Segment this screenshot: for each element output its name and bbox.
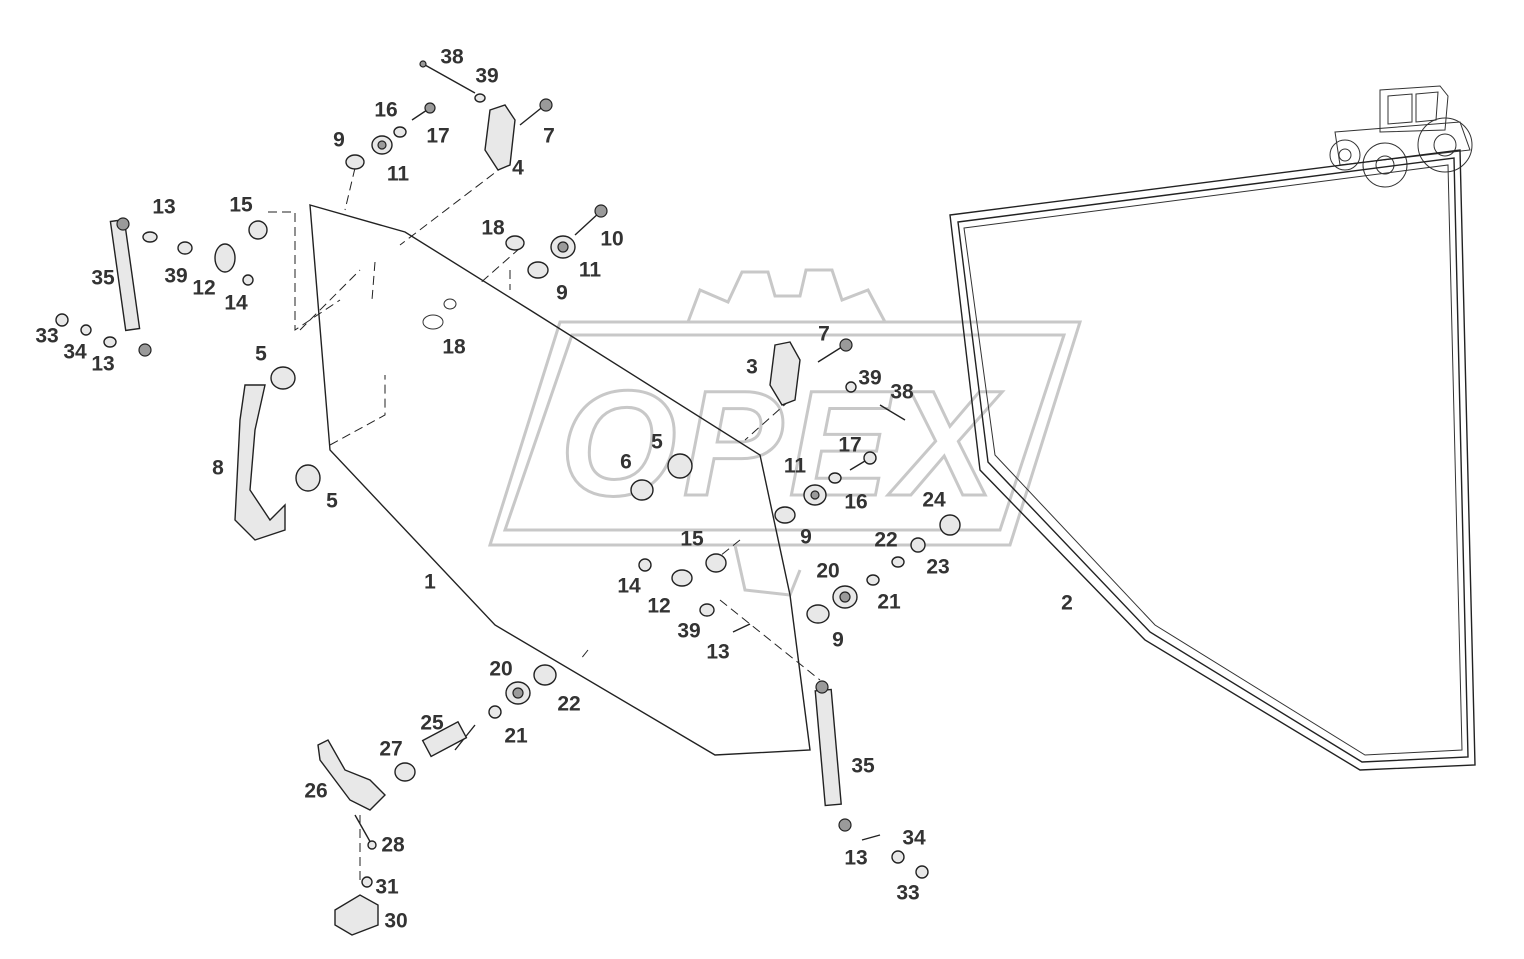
part-label-3[interactable]: 3	[746, 356, 758, 379]
part-label-13[interactable]: 13	[706, 641, 729, 664]
part-label-5[interactable]: 5	[255, 343, 267, 366]
part-label-10[interactable]: 10	[600, 228, 623, 251]
part-label-9[interactable]: 9	[832, 629, 844, 652]
part-label-21[interactable]: 21	[504, 725, 528, 748]
part-label-15[interactable]: 15	[680, 528, 704, 551]
part-label-5[interactable]: 5	[651, 431, 663, 454]
part-label-23[interactable]: 23	[926, 556, 949, 579]
bolts	[354, 60, 906, 846]
part-labels: 38 39 16 17 7 9 11 4 13 15 35 39 12 14 3…	[35, 46, 1073, 933]
part-label-20[interactable]: 20	[489, 658, 512, 681]
part-label-6[interactable]: 6	[620, 451, 632, 474]
part-label-26[interactable]: 26	[304, 780, 327, 803]
hinge-upper	[484, 104, 516, 171]
part-label-14[interactable]: 14	[224, 292, 248, 315]
part-label-13[interactable]: 13	[844, 847, 867, 870]
part-label-31[interactable]: 31	[375, 876, 399, 899]
part-label-33[interactable]: 33	[35, 325, 58, 348]
part-label-35[interactable]: 35	[91, 267, 115, 290]
tractor-icon	[1329, 85, 1473, 188]
part-label-8[interactable]: 8	[212, 457, 224, 480]
part-label-15[interactable]: 15	[229, 194, 253, 217]
gas-strut-right	[814, 680, 852, 832]
part-label-5[interactable]: 5	[326, 490, 338, 513]
part-label-16[interactable]: 16	[844, 491, 867, 514]
part-label-27[interactable]: 27	[379, 738, 402, 761]
part-label-18[interactable]: 18	[442, 336, 466, 359]
part-label-39[interactable]: 39	[858, 367, 881, 390]
part-label-9[interactable]: 9	[556, 282, 568, 305]
latch-handle	[317, 739, 386, 811]
part-label-22[interactable]: 22	[557, 693, 580, 716]
hinge-lower	[769, 341, 801, 406]
part-label-13[interactable]: 13	[91, 353, 114, 376]
part-label-33[interactable]: 33	[896, 882, 919, 905]
part-label-2[interactable]: 2	[1061, 592, 1073, 615]
part-label-30[interactable]: 30	[384, 910, 407, 933]
part-label-11[interactable]: 11	[784, 455, 807, 478]
base-plate	[334, 894, 379, 936]
part-label-1[interactable]: 1	[424, 571, 436, 594]
part-label-24[interactable]: 24	[922, 489, 946, 512]
part-label-7[interactable]: 7	[543, 125, 555, 148]
gas-strut-left	[109, 217, 152, 357]
part-label-21[interactable]: 21	[877, 591, 901, 614]
part-label-17[interactable]: 17	[426, 125, 449, 148]
part-label-12[interactable]: 12	[192, 277, 215, 300]
part-label-38[interactable]: 38	[440, 46, 464, 69]
part-label-34[interactable]: 34	[902, 827, 926, 850]
part-label-39[interactable]: 39	[677, 620, 700, 643]
leader-lines	[268, 164, 821, 880]
part-label-35[interactable]: 35	[851, 755, 875, 778]
part-label-34[interactable]: 34	[63, 341, 87, 364]
part-label-11[interactable]: 11	[387, 163, 410, 186]
part-label-39[interactable]: 39	[475, 65, 498, 88]
part-label-12[interactable]: 12	[647, 595, 670, 618]
part-label-11[interactable]: 11	[579, 259, 602, 282]
part-label-17[interactable]: 17	[838, 434, 861, 457]
part-label-18[interactable]: 18	[481, 217, 505, 240]
part-label-9[interactable]: 9	[800, 526, 812, 549]
part-label-39[interactable]: 39	[164, 265, 187, 288]
part-label-9[interactable]: 9	[333, 129, 345, 152]
part-label-4[interactable]: 4	[512, 157, 524, 180]
grab-handle	[234, 384, 286, 541]
part-label-25[interactable]: 25	[420, 712, 444, 735]
part-label-14[interactable]: 14	[617, 575, 641, 598]
part-label-13[interactable]: 13	[152, 196, 175, 219]
glass-door-panel	[309, 204, 811, 756]
part-label-16[interactable]: 16	[374, 99, 397, 122]
part-label-22[interactable]: 22	[874, 529, 897, 552]
washers	[55, 93, 961, 888]
part-label-28[interactable]: 28	[381, 834, 405, 857]
door-seal-frame	[949, 149, 1476, 771]
part-label-20[interactable]: 20	[816, 560, 839, 583]
part-label-38[interactable]: 38	[890, 381, 914, 404]
part-label-7[interactable]: 7	[818, 323, 830, 346]
